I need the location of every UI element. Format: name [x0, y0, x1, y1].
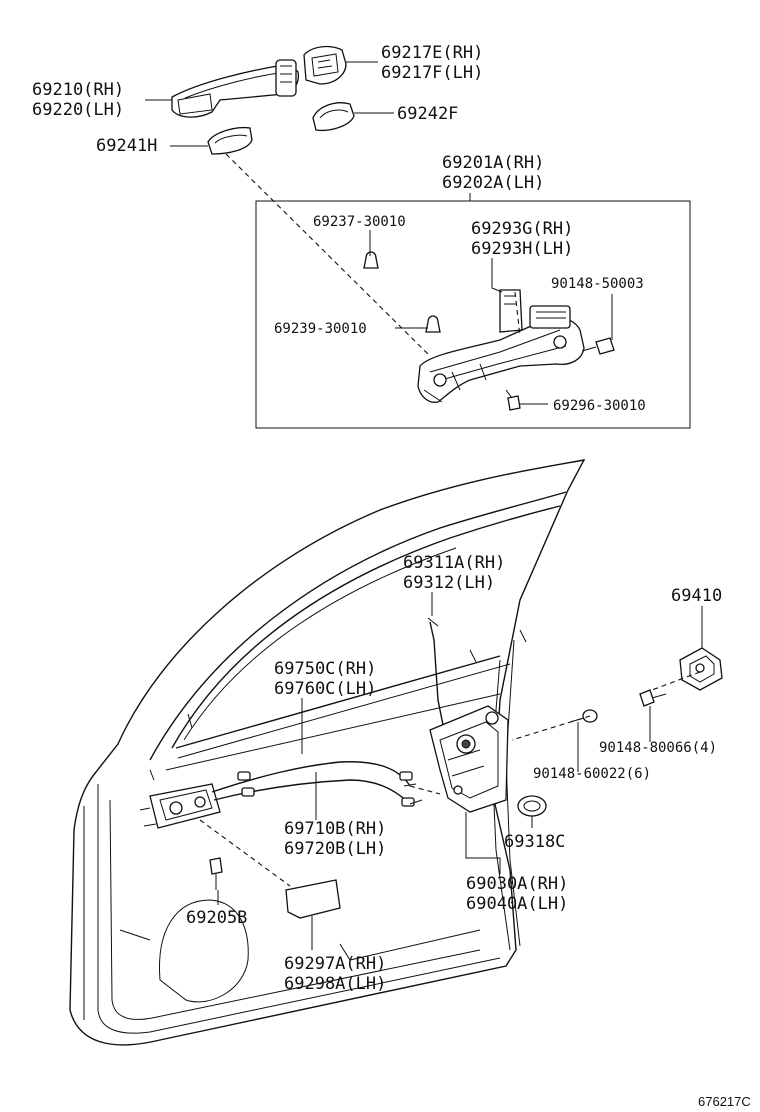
label-69210-lh: 69220(LH): [32, 100, 124, 120]
label-69237: 69237-30010: [313, 214, 406, 230]
frame-assembly-box: [255, 200, 691, 429]
label-69318: 69318C: [504, 832, 565, 852]
label-69201-rh: 69201A(RH): [442, 153, 544, 173]
label-69210-rh: 69210(RH): [32, 80, 124, 100]
label-69242: 69242F: [397, 104, 458, 124]
door-lock: [429, 705, 509, 813]
label-69311-rh: 69311A(RH): [403, 553, 505, 573]
lock-gasket: [517, 795, 547, 817]
label-69296: 69296-30010: [553, 398, 646, 414]
label-90148-60022: 90148-60022(6): [533, 766, 651, 782]
screw-69296: [505, 389, 521, 411]
label-69217-lh: 69217F(LH): [381, 63, 483, 83]
label-69710-rh: 69710B(RH): [284, 819, 386, 839]
inside-handle-assembly: [139, 783, 221, 829]
label-69293-lh: 69293H(LH): [471, 239, 573, 259]
outside-door-handle: [171, 59, 300, 118]
label-69750-rh: 69750C(RH): [274, 659, 376, 679]
label-69241: 69241H: [96, 136, 157, 156]
label-69217-rh: 69217E(RH): [381, 43, 483, 63]
door-cushion: [285, 879, 341, 919]
lock-screw: [569, 709, 598, 723]
handle-frame: [417, 289, 585, 403]
label-69311-lh: 69312(LH): [403, 573, 495, 593]
label-90148-50003: 90148-50003: [551, 276, 644, 292]
label-69410: 69410: [671, 586, 722, 606]
door-panel: [69, 459, 586, 1046]
label-69293-rh: 69293G(RH): [471, 219, 573, 239]
label-69030-rh: 69030A(RH): [466, 874, 568, 894]
handle-cover: [303, 45, 347, 85]
lock-rod: [429, 621, 447, 741]
screw-90148-50003: [581, 337, 615, 355]
clip-69237: [363, 251, 379, 269]
door-striker: [679, 647, 723, 691]
lock-cables: [211, 761, 423, 807]
label-69205: 69205B: [186, 908, 247, 928]
label-69030-lh: 69040A(LH): [466, 894, 568, 914]
striker-screw: [639, 689, 667, 707]
clip-69239: [425, 315, 441, 333]
label-69750-lh: 69760C(LH): [274, 679, 376, 699]
label-69239: 69239-30010: [274, 321, 367, 337]
label-69710-lh: 69720B(LH): [284, 839, 386, 859]
clip-69205: [209, 857, 223, 890]
handle-rear-pad: [207, 126, 253, 155]
label-69297-lh: 69298A(LH): [284, 974, 386, 994]
label-90148-80066: 90148-80066(4): [599, 740, 717, 756]
label-69201-lh: 69202A(LH): [442, 173, 544, 193]
illustration-number: 676217C: [698, 1094, 751, 1109]
label-69297-rh: 69297A(RH): [284, 954, 386, 974]
handle-pad: [312, 102, 355, 132]
